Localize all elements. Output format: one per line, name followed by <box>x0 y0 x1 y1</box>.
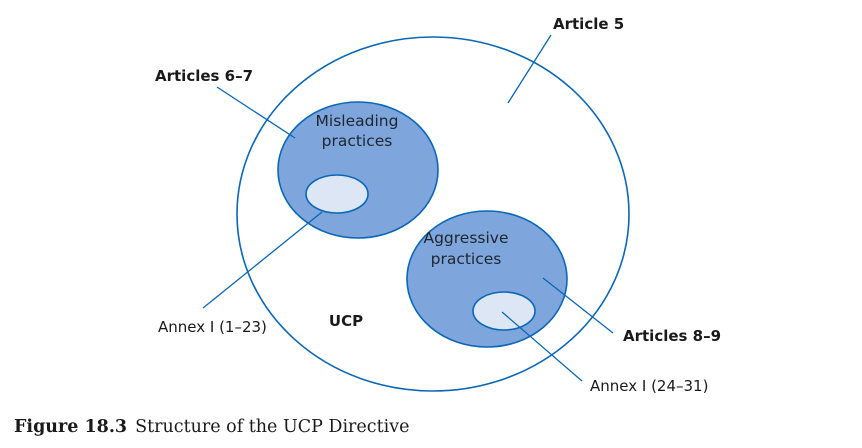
figure-number: Figure 18.3 <box>14 417 128 437</box>
aggressive-annex-ellipse <box>472 291 536 331</box>
articles-8-9-leader-line <box>542 277 614 334</box>
ucp-label: UCP <box>329 312 363 330</box>
annex-24-31-callout: Annex I (24–31) <box>590 377 708 395</box>
annex-24-31-leader-line <box>501 311 583 382</box>
articles-6-7-callout: Articles 6–7 <box>155 67 253 85</box>
misleading-label-line-1: Misleading <box>316 112 399 130</box>
misleading-annex-ellipse <box>305 174 369 214</box>
aggressive-label-line-1: Aggressive <box>423 229 508 247</box>
article-5-leader-line <box>507 34 552 104</box>
annex-1-23-leader-line <box>202 211 323 309</box>
ucp-structure-diagram: Misleading practices Aggressive practice… <box>155 15 721 395</box>
annex-1-23-callout: Annex I (1–23) <box>158 318 267 336</box>
aggressive-label-line-2: practices <box>431 250 502 268</box>
figure-caption: Figure 18.3 Structure of the UCP Directiv… <box>14 417 409 437</box>
articles-6-7-leader-line <box>216 86 296 139</box>
article-5-callout: Article 5 <box>553 15 624 33</box>
figure-title: Structure of the UCP Directive <box>135 417 410 437</box>
articles-8-9-callout: Articles 8–9 <box>623 327 721 345</box>
ucp-outer-ellipse <box>236 36 630 392</box>
misleading-label-line-2: practices <box>322 132 393 150</box>
